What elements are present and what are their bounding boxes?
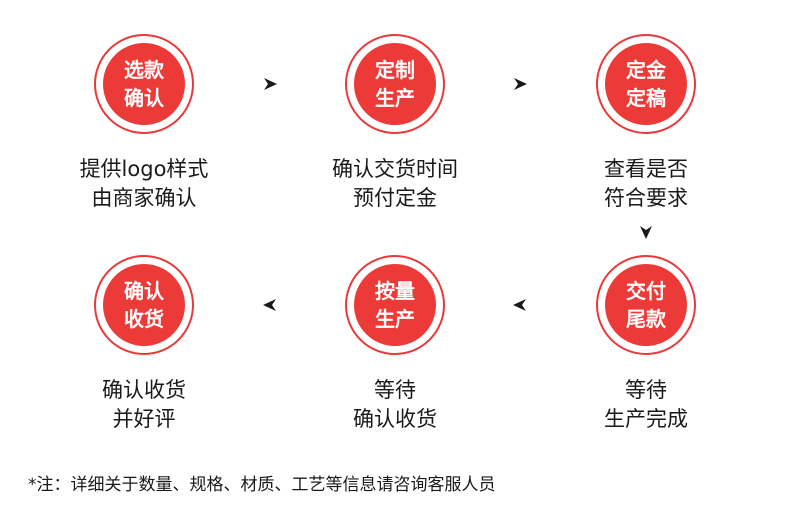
step-6-description: 确认收货 并好评 [102, 378, 186, 431]
step-1-title-line-1: 选款 [124, 58, 164, 82]
step-5-title-line-2: 生产 [375, 307, 415, 331]
arrow-down-icon [640, 226, 652, 239]
step-3-description: 查看是否 符合要求 [604, 157, 688, 210]
step-5-description: 等待 确认收货 [353, 378, 437, 431]
step-4-badge: 交付 尾款 [596, 255, 696, 355]
step-6-title-line-1: 确认 [124, 279, 164, 303]
arrow-right-icon [264, 78, 277, 90]
step-2-badge: 定制 生产 [345, 34, 445, 134]
step-5-title-line-1: 按量 [375, 279, 415, 303]
step-4-description: 等待 生产完成 [604, 378, 688, 431]
step-3-badge: 定金 定稿 [596, 34, 696, 134]
arrow-left-icon [513, 299, 526, 311]
step-3-title-line-1: 定金 [626, 58, 666, 82]
step-4-title-line-2: 尾款 [626, 307, 666, 331]
step-6-title-line-2: 收货 [124, 307, 164, 331]
step-6-badge: 确认 收货 [94, 255, 194, 355]
step-5-badge: 按量 生产 [345, 255, 445, 355]
step-3-title-line-2: 定稿 [626, 86, 666, 110]
step-4-title-line-1: 交付 [626, 279, 666, 303]
step-1-badge: 选款 确认 [94, 34, 194, 134]
arrow-right-icon [514, 78, 527, 90]
footnote: *注：详细关于数量、规格、材质、工艺等信息请咨询客服人员 [28, 475, 496, 495]
step-2-description: 确认交货时间 预付定金 [332, 157, 458, 210]
arrow-left-icon [263, 299, 276, 311]
step-2-title-line-1: 定制 [375, 58, 415, 82]
step-2-title-line-2: 生产 [375, 86, 415, 110]
step-1-title-line-2: 确认 [124, 86, 164, 110]
step-1-description: 提供logo样式 由商家确认 [79, 157, 209, 210]
